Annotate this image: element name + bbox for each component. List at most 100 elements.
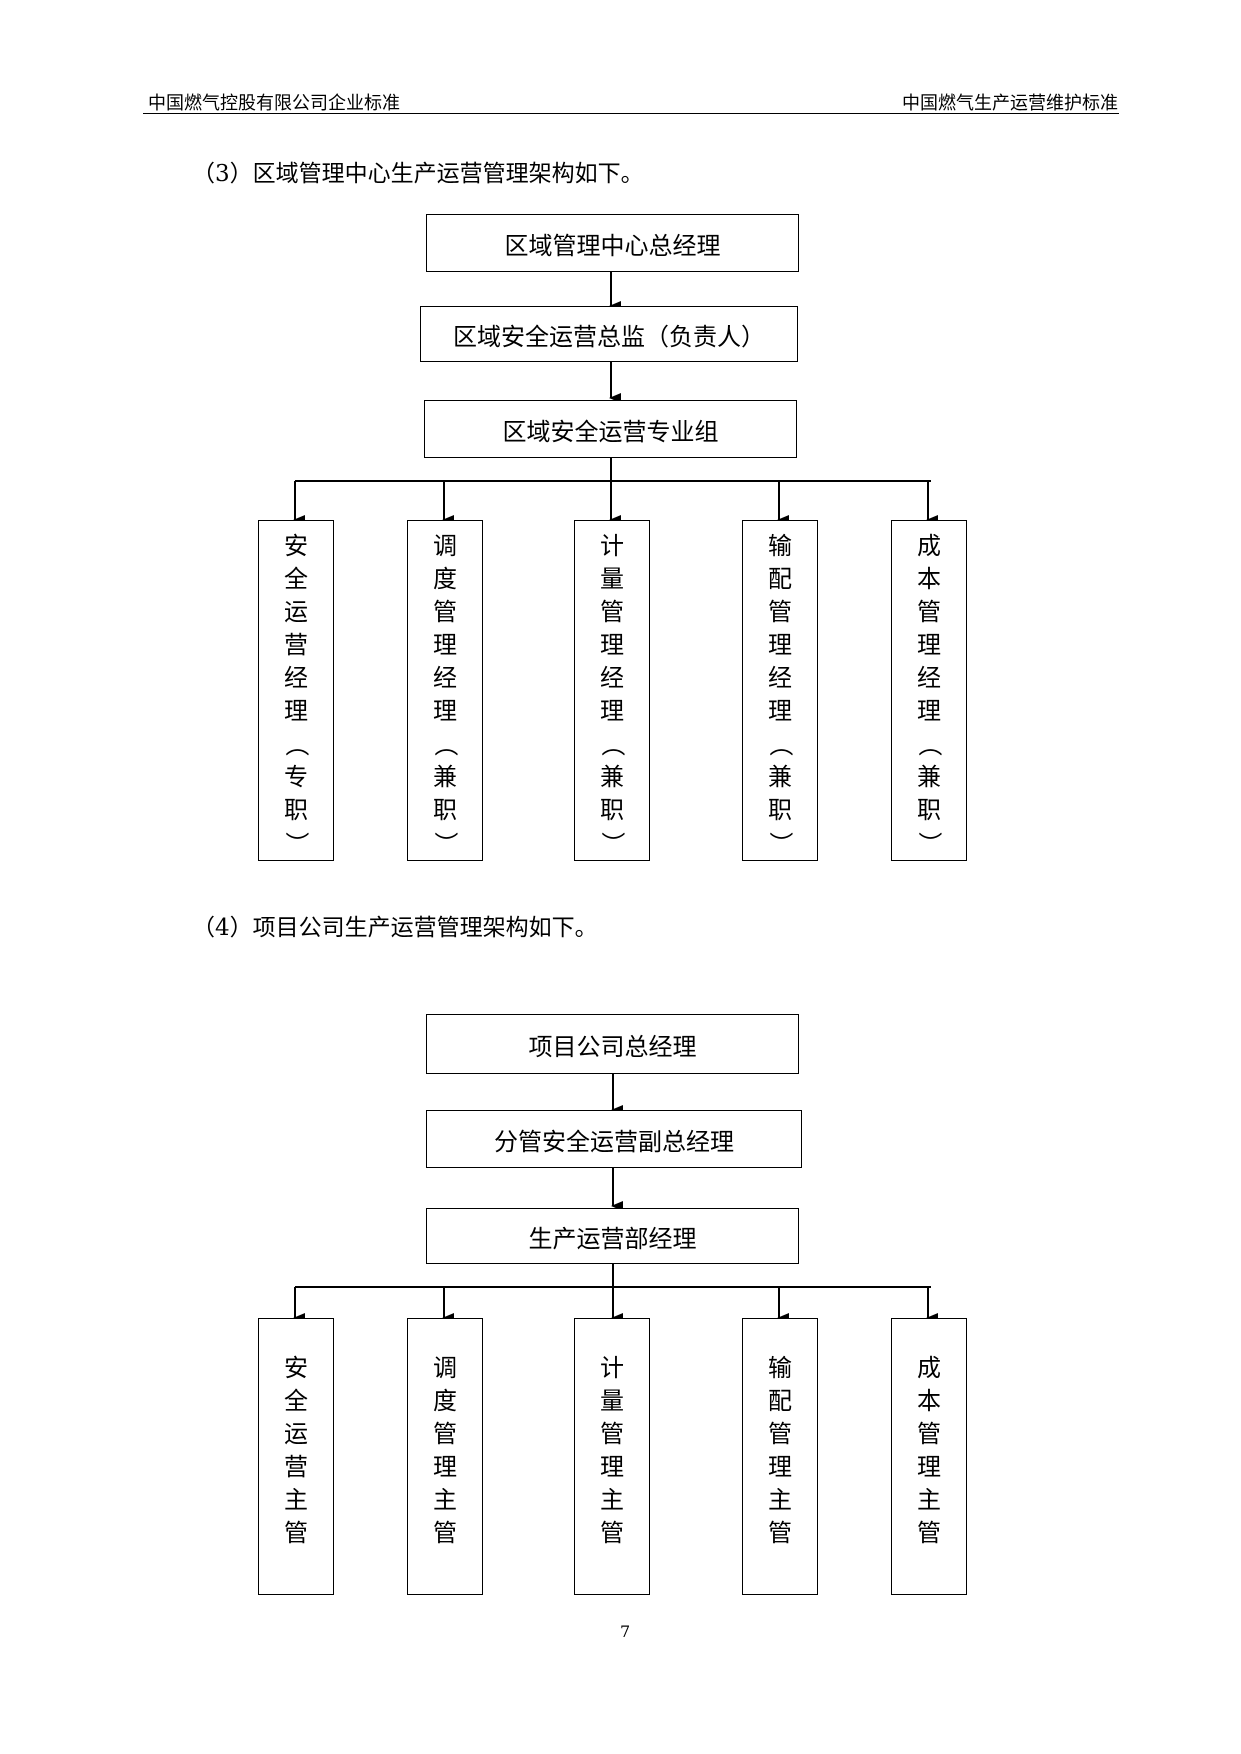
section3-caption: （3）区域管理中心生产运营管理架构如下。 (192, 161, 644, 187)
regional-safety-director-label: 区域安全运营总监（负责人） (453, 322, 765, 351)
vertical-char: 经 (600, 664, 624, 692)
vertical-char: 职 (433, 796, 457, 824)
header-left-title: 中国燃气控股有限公司企业标准 (148, 93, 400, 114)
vertical-char: 理 (284, 697, 308, 725)
vertical-char: 理 (917, 1453, 941, 1481)
vertical-char: 管 (600, 1519, 624, 1547)
vertical-char: 管 (768, 1519, 792, 1547)
vertical-char: 理 (433, 697, 457, 725)
vertical-char: 安 (284, 532, 308, 560)
vertical-char: 职 (600, 796, 624, 824)
vertical-char: 成 (917, 532, 941, 560)
vertical-char: 本 (917, 565, 941, 593)
regional-safety-group-box: 区域安全运营专业组 (424, 400, 797, 458)
project-child-box: 安全运营主管 (258, 1318, 334, 1595)
vertical-char: 职 (917, 796, 941, 824)
vertical-char: 兼 (600, 763, 624, 791)
vertical-char: 运 (284, 598, 308, 626)
regional-child-box: 输配管理经理（兼职） (742, 520, 818, 861)
vertical-char: 度 (433, 565, 457, 593)
vertical-char: 理 (433, 631, 457, 659)
vertical-char: 管 (600, 1420, 624, 1448)
vertical-char: （ (915, 732, 944, 757)
vertical-char: 主 (433, 1486, 457, 1514)
vertical-char: 管 (433, 598, 457, 626)
regional-child-box: 成本管理经理（兼职） (891, 520, 967, 861)
vertical-char: 兼 (917, 763, 941, 791)
vertical-char: 理 (768, 697, 792, 725)
vertical-char: 调 (433, 532, 457, 560)
project-child-box: 调度管理主管 (407, 1318, 483, 1595)
vertical-char: 理 (600, 631, 624, 659)
regional-safety-group-label: 区域安全运营专业组 (502, 417, 719, 446)
vertical-char: 管 (917, 1420, 941, 1448)
vertical-char: 主 (768, 1486, 792, 1514)
page-number: 7 (620, 1622, 631, 1641)
vertical-char: 经 (768, 664, 792, 692)
project-deputy-gm-box: 分管安全运营副总经理 (426, 1110, 802, 1168)
vertical-char: 管 (284, 1519, 308, 1547)
vertical-char: 量 (600, 565, 624, 593)
vertical-char: ） (766, 831, 795, 856)
vertical-char: 管 (768, 598, 792, 626)
project-child-box: 输配管理主管 (742, 1318, 818, 1595)
vertical-char: 经 (433, 664, 457, 692)
vertical-char: 理 (600, 697, 624, 725)
vertical-char: 管 (600, 598, 624, 626)
vertical-char: 计 (600, 1354, 624, 1382)
vertical-char: 理 (433, 1453, 457, 1481)
vertical-char: 经 (284, 664, 308, 692)
vertical-char: 管 (433, 1420, 457, 1448)
vertical-char: 主 (600, 1486, 624, 1514)
project-general-manager-label: 项目公司总经理 (528, 1032, 697, 1061)
vertical-char: 管 (768, 1420, 792, 1448)
vertical-char: 职 (284, 796, 308, 824)
vertical-char: （ (766, 732, 795, 757)
vertical-char: 管 (917, 598, 941, 626)
vertical-char: 营 (284, 631, 308, 659)
vertical-char: 理 (600, 1453, 624, 1481)
regional-child-box: 安全运营经理 （ 专职 ） (258, 520, 334, 861)
vertical-char: 理 (768, 631, 792, 659)
vertical-char: 营 (284, 1453, 308, 1481)
vertical-char: 成 (917, 1354, 941, 1382)
project-general-manager-box: 项目公司总经理 (426, 1014, 799, 1074)
vertical-char: 经 (917, 664, 941, 692)
regional-safety-director-box: 区域安全运营总监（负责人） (420, 306, 798, 362)
vertical-char: ） (282, 831, 311, 856)
vertical-char: 计 (600, 532, 624, 560)
vertical-char: 管 (917, 1519, 941, 1547)
vertical-char: （ (598, 732, 627, 757)
project-child-box: 成本管理主管 (891, 1318, 967, 1595)
vertical-char: 配 (768, 565, 792, 593)
vertical-char: ） (431, 831, 460, 856)
production-dept-manager-label: 生产运营部经理 (528, 1224, 697, 1253)
vertical-char: 主 (917, 1486, 941, 1514)
production-dept-manager-box: 生产运营部经理 (426, 1208, 799, 1264)
vertical-char: 理 (917, 631, 941, 659)
vertical-char: 量 (600, 1387, 624, 1415)
vertical-char: 安 (284, 1354, 308, 1382)
vertical-char: 运 (284, 1420, 308, 1448)
vertical-char: 输 (768, 1354, 792, 1382)
section4-caption: （4）项目公司生产运营管理架构如下。 (192, 915, 598, 941)
vertical-char: 配 (768, 1387, 792, 1415)
vertical-char: 主 (284, 1486, 308, 1514)
vertical-char: 输 (768, 532, 792, 560)
vertical-char: 全 (284, 565, 308, 593)
regional-child-box: 调度管理经理（兼职） (407, 520, 483, 861)
vertical-char: ） (915, 831, 944, 856)
vertical-char: ） (598, 831, 627, 856)
vertical-char: 度 (433, 1387, 457, 1415)
vertical-char: 兼 (433, 763, 457, 791)
regional-child-box: 计量管理经理（兼职） (574, 520, 650, 861)
vertical-char: 专 (284, 763, 308, 791)
vertical-char: 全 (284, 1387, 308, 1415)
vertical-char: 理 (768, 1453, 792, 1481)
project-child-box: 计量管理主管 (574, 1318, 650, 1595)
vertical-char: 职 (768, 796, 792, 824)
vertical-char: 管 (433, 1519, 457, 1547)
project-deputy-gm-label: 分管安全运营副总经理 (494, 1127, 734, 1156)
vertical-char: （ (282, 732, 311, 757)
regional-general-manager-label: 区域管理中心总经理 (504, 231, 721, 260)
